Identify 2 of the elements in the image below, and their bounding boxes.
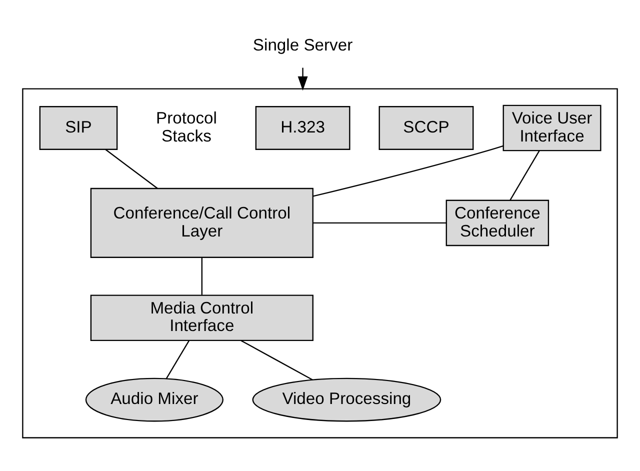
label: Protocol Stacks [156, 108, 217, 145]
node-text: Single Server [252, 35, 353, 54]
